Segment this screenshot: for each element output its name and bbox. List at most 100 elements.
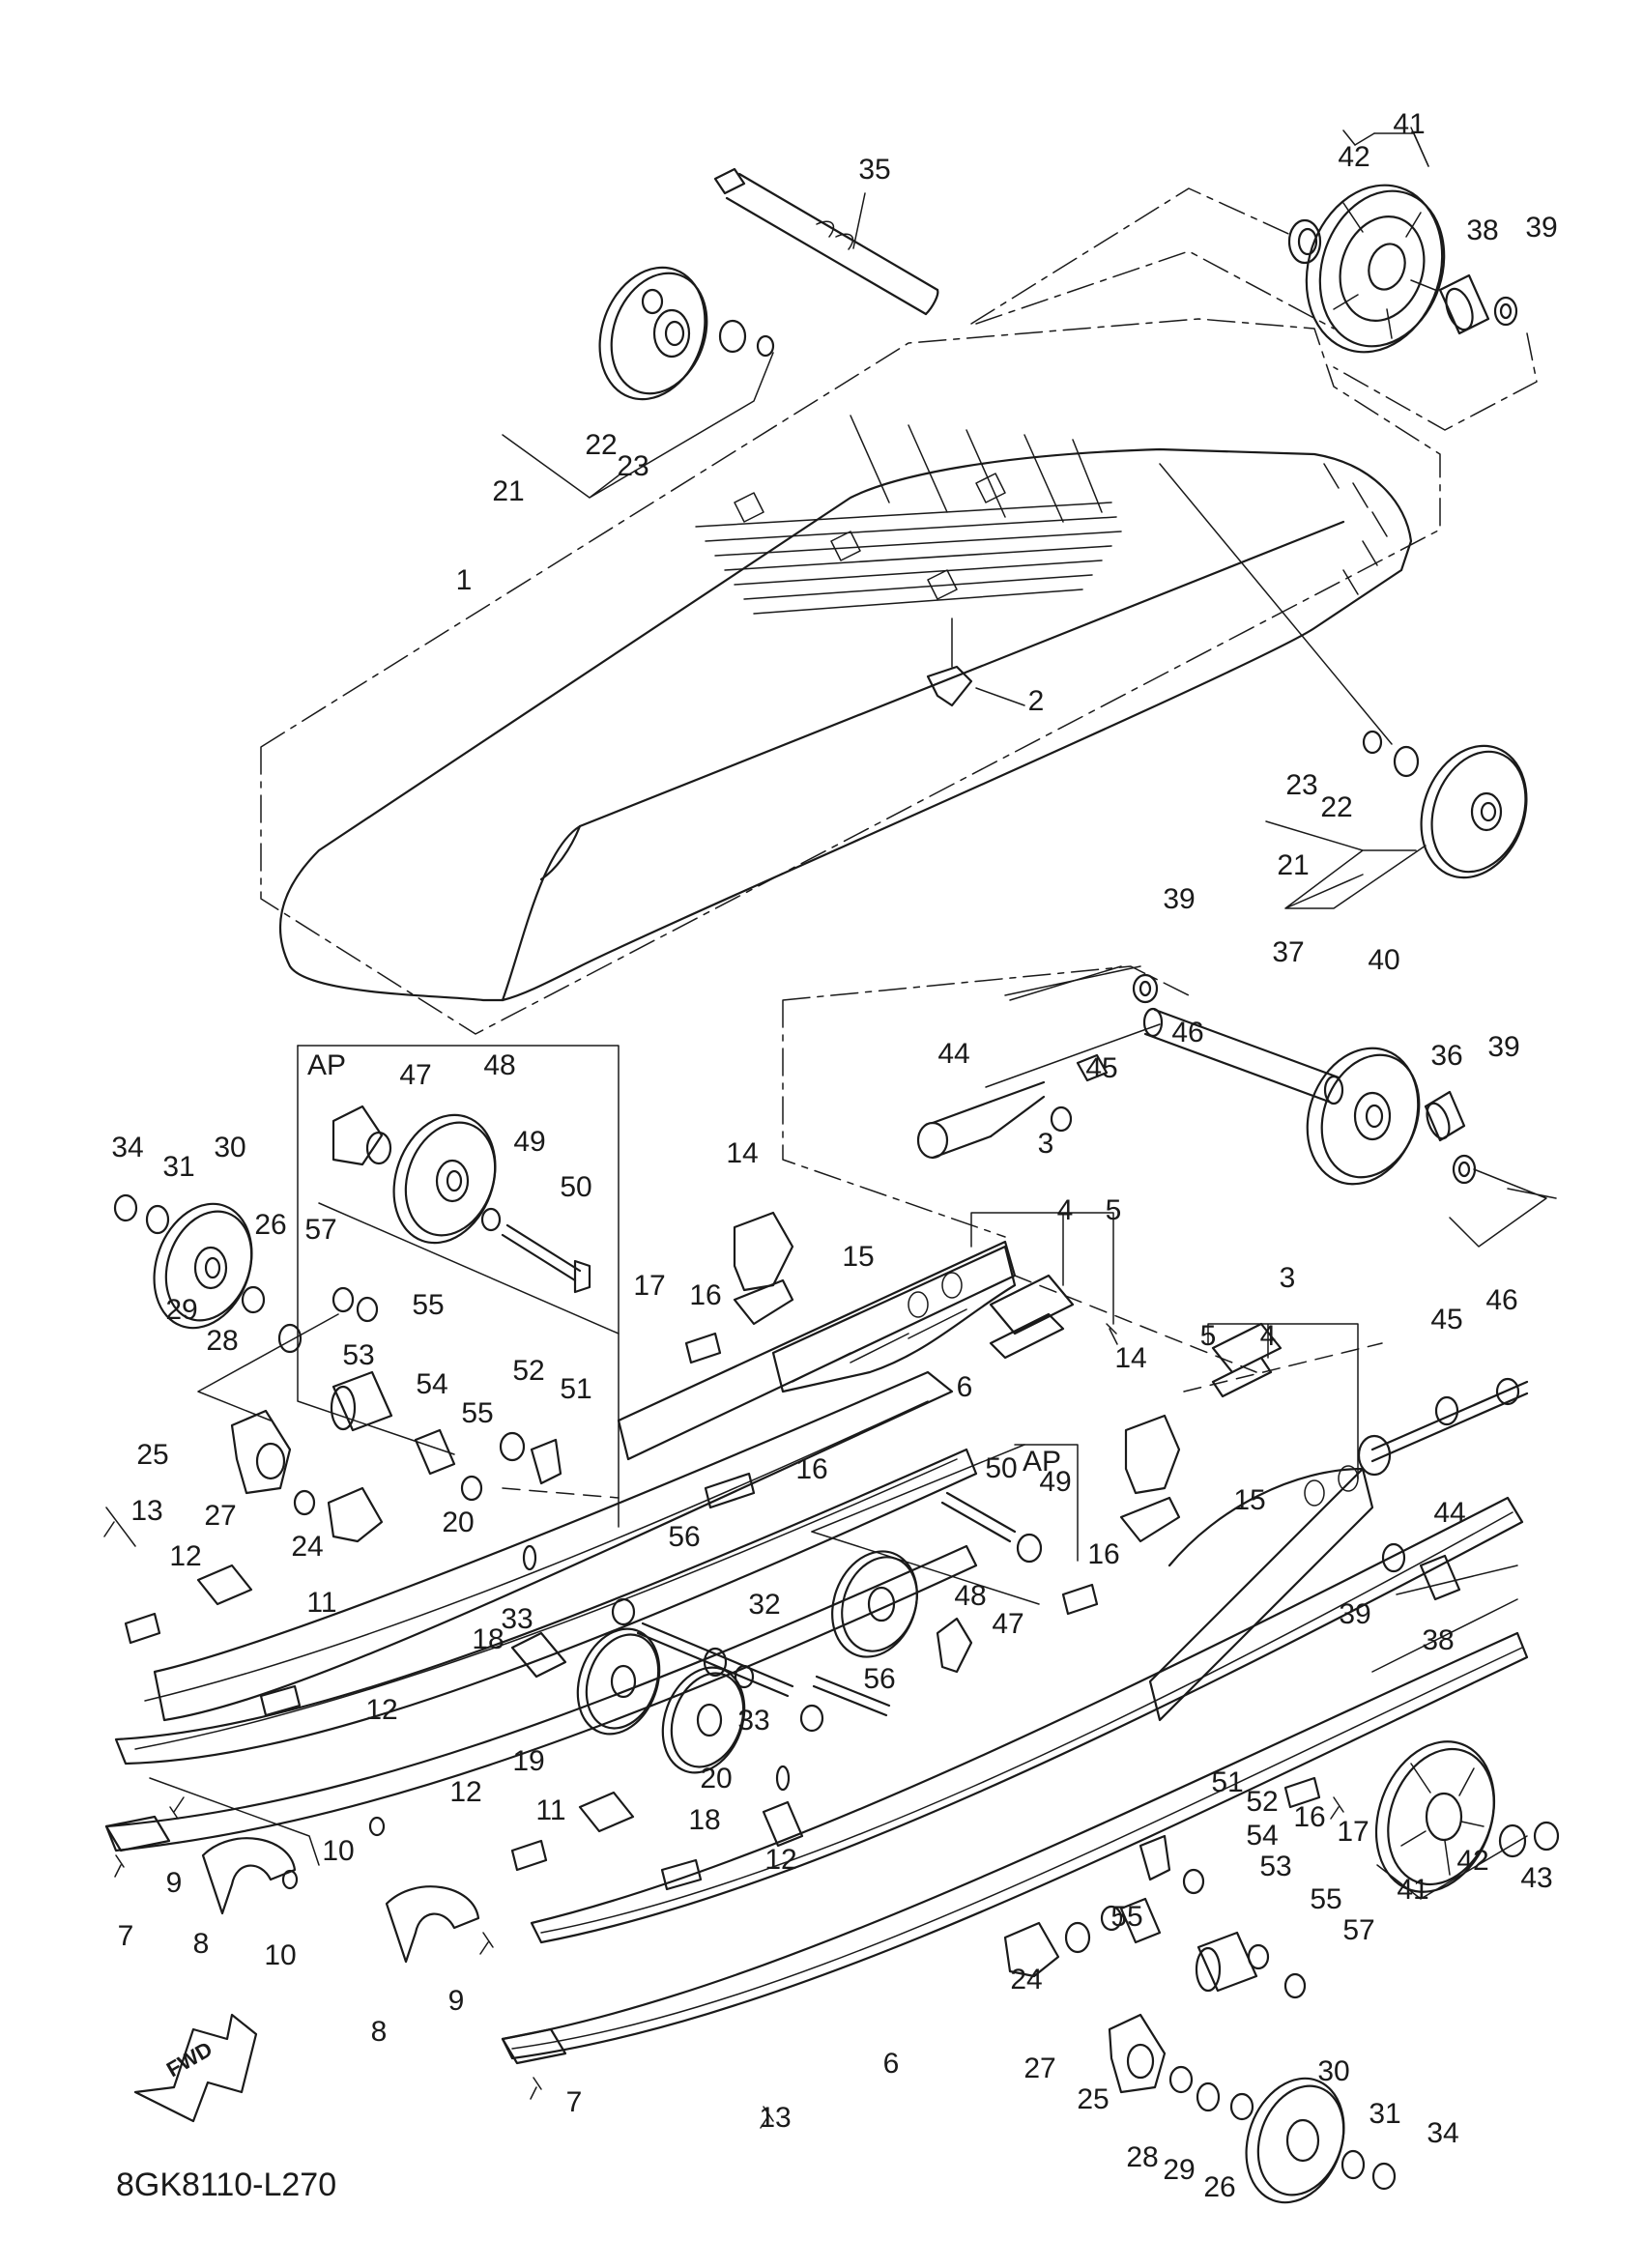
- callout-52: 52: [512, 1355, 544, 1387]
- front-left-parts: [103, 1193, 1560, 2204]
- callout-6: 6: [957, 1371, 973, 1403]
- callout-18: 18: [688, 1804, 720, 1836]
- callout-42: 42: [1456, 1845, 1488, 1877]
- callout-41: 41: [1397, 1874, 1428, 1906]
- callout-16: 16: [689, 1279, 721, 1311]
- callout-57: 57: [304, 1214, 336, 1246]
- callout-7: 7: [118, 1920, 134, 1952]
- callout-42: 42: [1338, 141, 1369, 173]
- callout-45: 45: [1085, 1052, 1117, 1084]
- callout-5: 5: [1106, 1194, 1122, 1226]
- drawing-code: 8GK8110-L270: [116, 2167, 336, 2203]
- callout-37: 37: [1272, 936, 1304, 968]
- callout-7: 7: [566, 2086, 583, 2118]
- callout-30: 30: [214, 1132, 245, 1163]
- callout-10: 10: [322, 1835, 354, 1867]
- idler-wheel-right: [1159, 463, 1528, 909]
- callout-12: 12: [169, 1540, 201, 1572]
- callout-13: 13: [130, 1495, 162, 1527]
- callout-14: 14: [726, 1137, 758, 1169]
- callout-57: 57: [1342, 1914, 1374, 1946]
- callout-53: 53: [1259, 1851, 1291, 1882]
- callout-14: 14: [1114, 1342, 1146, 1374]
- callout-54: 54: [416, 1368, 447, 1400]
- callout-49: 49: [1039, 1466, 1071, 1498]
- callout-48: 48: [483, 1049, 515, 1081]
- callout-41: 41: [1393, 108, 1425, 140]
- callout-1: 1: [456, 564, 473, 596]
- callout-38: 38: [1466, 215, 1498, 246]
- callout-13: 13: [759, 2102, 791, 2134]
- callout-47: 47: [399, 1059, 431, 1091]
- callout-53: 53: [342, 1339, 374, 1371]
- ap-label-right: AP: [1023, 1446, 1061, 1478]
- callout-40: 40: [1368, 944, 1399, 976]
- callout-46: 46: [1485, 1284, 1517, 1316]
- callout-4: 4: [1260, 1320, 1277, 1352]
- callout-24: 24: [291, 1531, 323, 1563]
- callout-16: 16: [1087, 1538, 1119, 1570]
- callout-28: 28: [206, 1325, 238, 1357]
- callout-23: 23: [1285, 769, 1317, 801]
- callout-56: 56: [863, 1663, 895, 1695]
- callout-38: 38: [1422, 1624, 1454, 1656]
- callout-35: 35: [858, 154, 890, 186]
- callout-55: 55: [412, 1289, 444, 1321]
- callout-31: 31: [1369, 2098, 1400, 2130]
- callout-33: 33: [737, 1705, 769, 1737]
- callout-26: 26: [254, 1209, 286, 1241]
- callout-56: 56: [668, 1521, 700, 1553]
- callout-15: 15: [1233, 1484, 1265, 1516]
- callout-48: 48: [954, 1580, 986, 1612]
- callout-17: 17: [633, 1270, 665, 1302]
- callout-55: 55: [1110, 1901, 1142, 1933]
- callout-9: 9: [448, 1985, 465, 2017]
- callout-11: 11: [535, 1794, 565, 1826]
- callout-29: 29: [1163, 2154, 1195, 2186]
- upper-shaft-assembly: [782, 965, 1557, 1248]
- callout-6: 6: [883, 2048, 900, 2080]
- callout-24: 24: [1010, 1964, 1042, 1995]
- callout-11: 11: [306, 1587, 336, 1619]
- callout-44: 44: [1433, 1497, 1465, 1529]
- callout-26: 26: [1203, 2171, 1235, 2203]
- callout-27: 27: [1023, 2053, 1055, 2084]
- callout-39: 39: [1339, 1598, 1370, 1630]
- callout-33: 33: [501, 1603, 533, 1635]
- callout-12: 12: [764, 1844, 796, 1876]
- callout-5: 5: [1200, 1320, 1217, 1352]
- rail-plates: [617, 1211, 1383, 1722]
- callout-16: 16: [795, 1453, 827, 1485]
- rear-axle-assembly: [502, 127, 1538, 499]
- callout-8: 8: [193, 1928, 210, 1960]
- callout-10: 10: [264, 1939, 296, 1971]
- callout-8: 8: [371, 2016, 388, 2048]
- callout-12: 12: [365, 1694, 397, 1726]
- callout-23: 23: [617, 450, 649, 482]
- callout-51: 51: [560, 1373, 591, 1405]
- callout-32: 32: [748, 1589, 780, 1621]
- callout-39: 39: [1487, 1031, 1519, 1063]
- callout-3: 3: [1038, 1128, 1054, 1160]
- callout-3: 3: [1280, 1262, 1296, 1294]
- callout-39: 39: [1163, 883, 1195, 915]
- callout-36: 36: [1430, 1040, 1462, 1072]
- callout-28: 28: [1126, 2141, 1158, 2173]
- callout-2: 2: [1028, 685, 1045, 717]
- callout-25: 25: [1077, 2083, 1109, 2115]
- callout-22: 22: [585, 429, 617, 461]
- callout-16: 16: [1293, 1801, 1325, 1833]
- callout-34: 34: [111, 1132, 143, 1163]
- callout-4: 4: [1057, 1194, 1074, 1226]
- track-belt: [260, 318, 1441, 1035]
- callout-45: 45: [1430, 1304, 1462, 1335]
- callout-18: 18: [472, 1623, 504, 1655]
- callout-43: 43: [1520, 1862, 1552, 1894]
- callout-55: 55: [461, 1397, 493, 1429]
- callout-15: 15: [842, 1241, 874, 1273]
- callout-22: 22: [1320, 791, 1352, 823]
- ap-box-left: [297, 1045, 620, 1528]
- callout-20: 20: [442, 1507, 474, 1538]
